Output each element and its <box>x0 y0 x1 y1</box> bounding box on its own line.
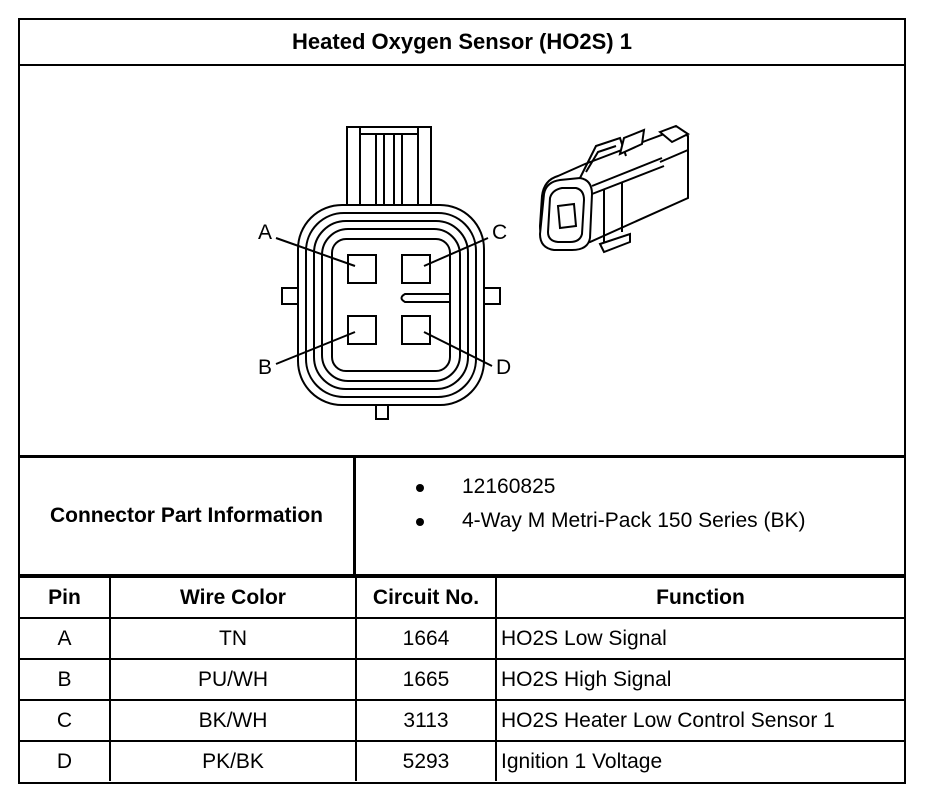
table-row: B PU/WH 1665 HO2S High Signal <box>20 658 904 701</box>
cell-pin: B <box>20 658 111 701</box>
table-header-row: Pin Wire Color Circuit No. Function <box>20 576 904 619</box>
info-item: 12160825 <box>356 470 805 504</box>
cell-circuit: 5293 <box>355 740 497 781</box>
connector-sheet: Heated Oxygen Sensor (HO2S) 1 <box>18 18 906 784</box>
connector-drawing: A C B D <box>20 66 904 458</box>
cell-circuit: 3113 <box>355 699 497 742</box>
leader-d <box>423 331 493 367</box>
table-row: C BK/WH 3113 HO2S Heater Low Control Sen… <box>20 699 904 742</box>
terminal-b <box>347 315 377 345</box>
key-slot <box>400 293 450 303</box>
connector-isometric-icon <box>538 124 690 254</box>
header-circuit-no: Circuit No. <box>355 576 497 619</box>
terminal-d <box>401 315 431 345</box>
leader-c <box>423 237 489 267</box>
bullet-icon <box>416 484 424 492</box>
pin-label-b: B <box>258 356 272 379</box>
cell-function: Ignition 1 Voltage <box>495 740 904 781</box>
cell-wire-color: PU/WH <box>109 658 357 701</box>
header-function: Function <box>495 576 904 619</box>
cell-circuit: 1664 <box>355 617 497 660</box>
page-title: Heated Oxygen Sensor (HO2S) 1 <box>20 20 904 66</box>
table-row: D PK/BK 5293 Ignition 1 Voltage <box>20 740 904 781</box>
pinout-table: Pin Wire Color Circuit No. Function A TN… <box>20 576 904 781</box>
leader-a <box>275 237 356 267</box>
connector-diagram: A C B D <box>258 124 690 420</box>
pin-label-a: A <box>258 221 272 244</box>
part-number: 12160825 <box>462 475 556 498</box>
info-label: Connector Part Information <box>20 458 356 574</box>
cell-function: HO2S Low Signal <box>495 617 904 660</box>
pin-label-c: C <box>492 221 507 244</box>
cell-wire-color: BK/WH <box>109 699 357 742</box>
connector-part-information: Connector Part Information 12160825 4-Wa… <box>20 458 904 576</box>
cell-pin: D <box>20 740 111 781</box>
header-wire-color: Wire Color <box>109 576 357 619</box>
cell-circuit: 1665 <box>355 658 497 701</box>
cell-pin: A <box>20 617 111 660</box>
info-item: 4-Way M Metri-Pack 150 Series (BK) <box>356 504 805 538</box>
cell-function: HO2S Heater Low Control Sensor 1 <box>495 699 904 742</box>
cell-wire-color: TN <box>109 617 357 660</box>
terminal-a <box>347 254 377 284</box>
terminal-c <box>401 254 431 284</box>
cell-wire-color: PK/BK <box>109 740 357 781</box>
pin-label-d: D <box>496 356 511 379</box>
connector-housing <box>297 204 485 406</box>
cell-function: HO2S High Signal <box>495 658 904 701</box>
header-pin: Pin <box>20 576 111 619</box>
connector-latch <box>346 126 432 208</box>
leader-b <box>275 331 356 365</box>
bullet-icon <box>416 518 424 526</box>
connector-description: 4-Way M Metri-Pack 150 Series (BK) <box>462 509 806 532</box>
info-list: 12160825 4-Way M Metri-Pack 150 Series (… <box>356 470 805 538</box>
cell-pin: C <box>20 699 111 742</box>
table-row: A TN 1664 HO2S Low Signal <box>20 617 904 660</box>
